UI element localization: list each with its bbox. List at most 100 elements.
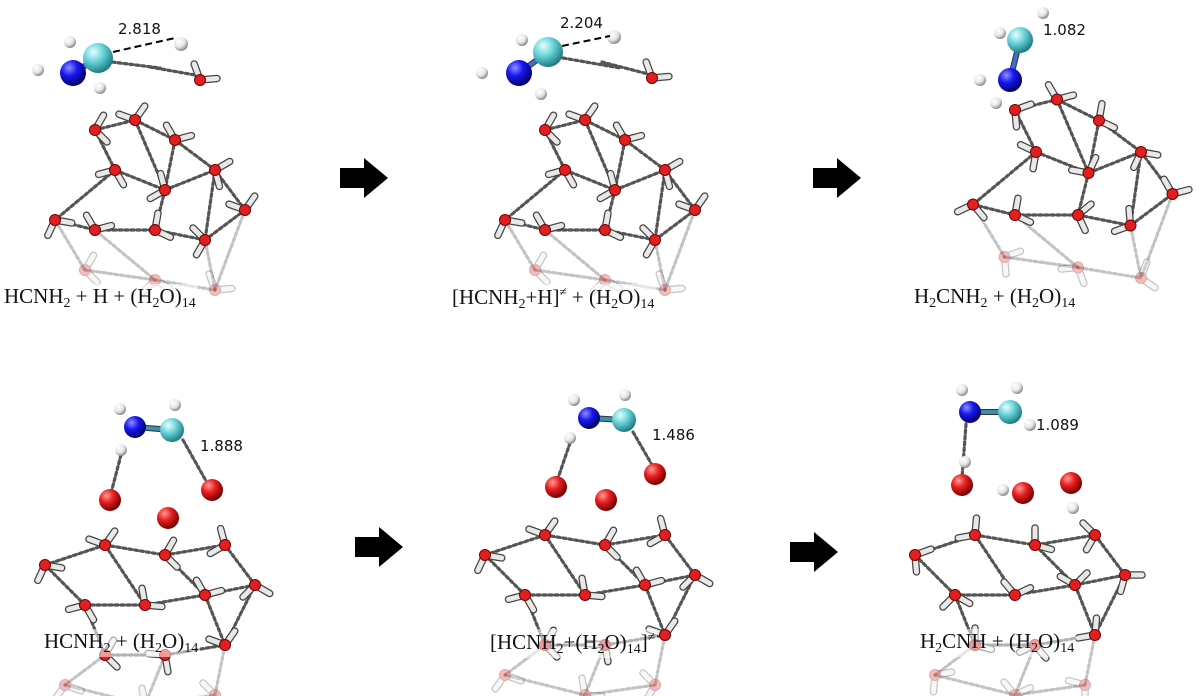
hydrogen-atom [974,74,986,86]
hydrogen-bond [1128,223,1143,280]
water-molecule [659,157,684,191]
hydrogen-bond [583,118,627,142]
water-molecule [146,169,171,203]
hydrogen-bond [43,563,87,607]
hydrogen-bond [63,683,116,696]
water-molecule [115,102,149,126]
species-label: H2CNH + (H2O)14 [918,629,1077,657]
hydrogen-bond [1055,97,1101,123]
oxygen-atom [157,507,179,529]
hydrogen-bond [913,553,957,597]
hydrogen-bond [653,633,667,687]
water-molecule [1000,678,1035,696]
hydrogen-bond [1013,683,1087,696]
water-molecule [1029,524,1056,554]
oxygen-atom [1060,472,1082,494]
water-molecule [239,579,274,601]
oxygen-atom [595,489,617,511]
hydrogen-bond [600,60,650,76]
water-molecule [52,679,85,696]
hydrogen-bond [203,168,217,242]
hydrogen-bond [561,56,622,70]
reaction-arrow [813,158,861,198]
water-molecule [596,169,621,203]
water-molecule [639,224,661,259]
hydrogen-bond [1139,192,1175,280]
water-molecule [599,209,625,241]
hydrogen-bond [583,683,657,696]
water-molecule [954,514,981,542]
hydrogen-bond [960,422,968,480]
water-molecule [539,111,561,146]
hydrogen-atom [115,444,127,456]
hydrogen-atom [64,36,76,48]
hydrogen-bond [146,653,167,696]
water-molecule [1068,153,1100,179]
reaction-arrow [340,158,388,198]
carbon-atom [83,43,113,73]
hydrogen-bond [971,202,1017,217]
distance-label: 1.082 [1043,21,1086,39]
species-label: HCNH2 + (H2O)14 [42,629,201,657]
hydrogen-bond [503,218,537,272]
water-molecule [205,627,239,651]
water-molecule [642,58,673,84]
water-molecule [491,669,525,693]
water-molecule [1044,81,1078,106]
water-molecule [225,192,259,216]
water-molecule [1056,569,1091,591]
hydrogen-bond [43,543,107,567]
hydrogen-bond [1073,573,1127,587]
water-molecule [138,684,148,696]
species-label: [HCNH2+H]≠ + (H2O)14 [450,284,657,313]
hydrogen-atom [114,403,126,415]
hydrogen-bond [543,533,587,597]
hydrogen-bond [213,643,227,696]
hydrogen-bond [203,593,227,647]
water-molecule [1135,258,1159,292]
water-molecule [89,111,111,146]
hydrogen-bond [613,138,627,192]
hydrogen-bond [113,168,167,192]
hydrogen-bond [93,228,157,282]
water-molecule [1009,100,1035,131]
water-molecule [565,102,599,126]
hydrogen-bond [1002,255,1080,270]
oxygen-atom [1012,482,1034,504]
hydrogen-atom [568,394,580,406]
water-molecule [494,214,526,240]
hydrogen-bond [1033,533,1097,547]
water-molecule [190,60,221,86]
water-molecule [1110,204,1137,236]
hydrogen-atom [959,456,971,468]
water-molecule [599,526,621,561]
carbon-atom [1007,27,1033,53]
carbon-atom [998,400,1022,424]
hydrogen-bond [971,150,1038,207]
distance-dashed-line [561,35,611,47]
reaction-arrow [355,527,403,567]
water-molecule [909,545,935,576]
water-molecule [525,517,559,541]
oxygen-atom [201,479,223,501]
hydrogen-bond [1086,150,1143,175]
water-molecule [34,559,66,585]
hydrogen-bond [1128,192,1175,228]
water-molecule [85,527,119,551]
hydrogen-atom [564,432,576,444]
water-molecule [679,569,714,591]
water-molecule [1160,175,1193,200]
water-molecule [192,576,226,601]
hydrogen-bond [163,168,217,192]
species-label: HCNH2 + H + (H2O)14 [2,284,198,312]
distance-label: 2.818 [118,20,161,38]
hydrogen-atom [32,64,44,76]
hydrogen-bond [110,60,162,70]
water-molecule [929,668,956,696]
hydrogen-bond [1076,171,1091,217]
hydrogen-bond [483,533,547,557]
water-molecule [189,224,211,259]
distance-dashed-line [112,37,176,53]
water-molecule [138,584,166,611]
hydrogen-atom [535,88,547,100]
